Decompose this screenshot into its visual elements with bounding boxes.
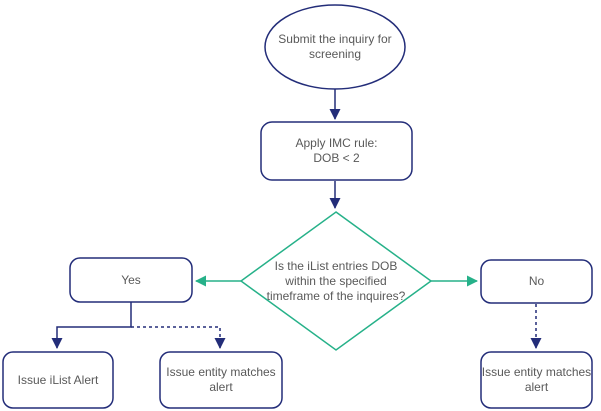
node-issue-entity-left-rect[interactable] (159, 351, 283, 409)
node-issue-entity-right-rect[interactable] (480, 351, 593, 409)
node-yes-rect[interactable] (69, 257, 193, 303)
node-issue-ilist-rect[interactable] (2, 351, 114, 409)
edge-yes-to-issue-entity-left[interactable] (131, 326, 226, 349)
edge-yes-to-issue-ilist[interactable] (51, 302, 132, 349)
node-no-rect[interactable] (480, 259, 593, 304)
node-decision-diamond[interactable] (239, 211, 433, 351)
node-apply-rule-rect[interactable] (260, 121, 413, 181)
node-start-ellipse[interactable] (264, 4, 406, 90)
